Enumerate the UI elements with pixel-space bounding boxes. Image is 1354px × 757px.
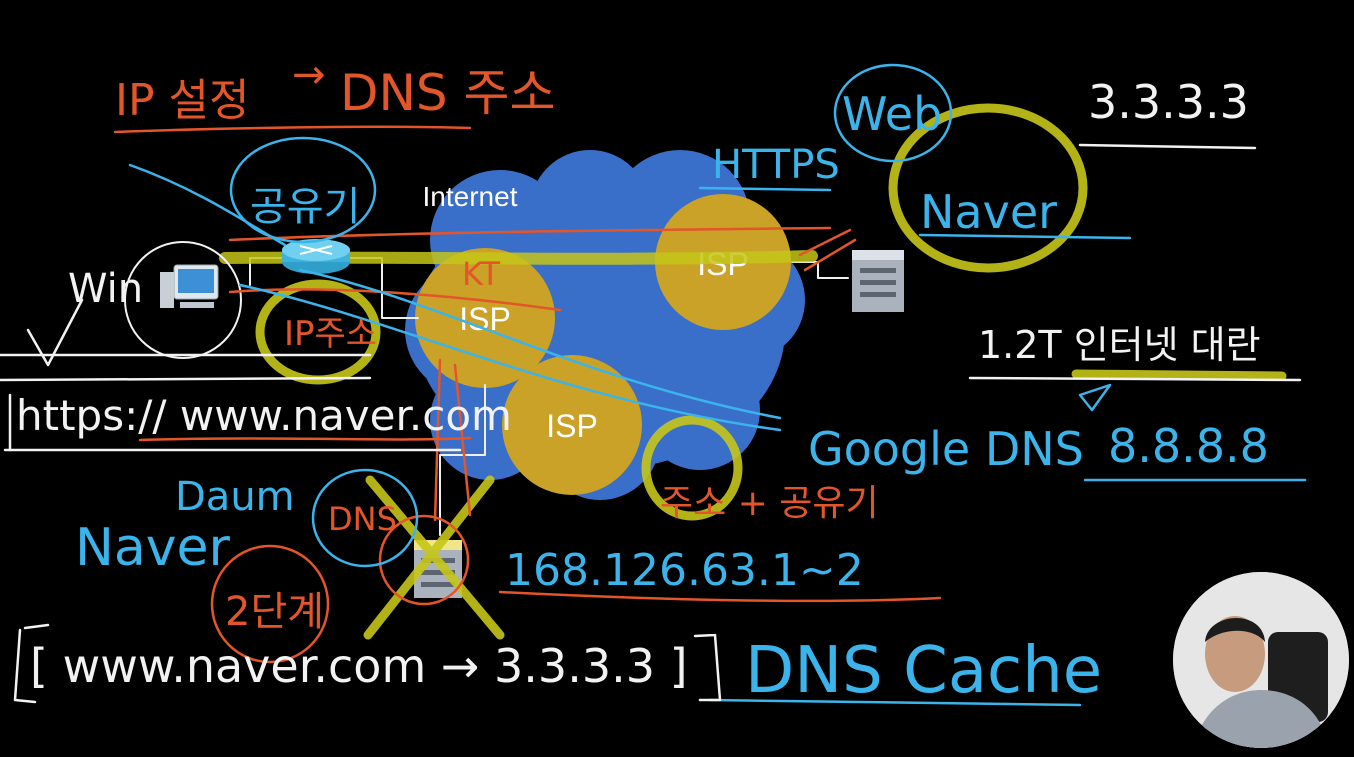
note-two-steps: 2단계 — [225, 589, 324, 635]
isp-node-bottom: ISP — [502, 355, 642, 495]
note-kt: KT — [462, 255, 501, 293]
note-dns-server-ip: 168.126.63.1~2 — [505, 545, 864, 596]
computer-circle — [124, 241, 242, 359]
internet-label: Internet — [423, 181, 518, 212]
note-win: Win — [68, 266, 143, 312]
orange-strokes — [113, 125, 942, 664]
note-google-ip: 8.8.8.8 — [1108, 419, 1269, 473]
isp-label: ISP — [459, 301, 511, 337]
note-daum: Daum — [175, 474, 295, 520]
isp-label: ISP — [546, 408, 598, 444]
note-gongyu: 공유기 — [250, 184, 360, 230]
note-traffic: 1.2T 인터넷 대란 — [978, 323, 1261, 367]
isp-node-left: ISP — [415, 248, 555, 388]
note-https: HTTPS — [712, 142, 840, 188]
white-strokes — [0, 143, 1302, 704]
note-address-router: 주소 + 공유기 — [660, 483, 879, 524]
note-dns-address: DNS 주소 — [340, 64, 556, 122]
note-ip-address: IP주소 — [284, 314, 377, 354]
yellow-annotations — [255, 103, 1287, 640]
router-icon — [282, 239, 350, 274]
note-dns-cache: DNS Cache — [745, 634, 1102, 708]
note-naver-ip: 3.3.3.3 — [1088, 75, 1249, 129]
note-web: Web — [842, 87, 942, 141]
note-cache-entry: [ www.naver.com → 3.3.3.3 ] — [30, 639, 688, 693]
note-url: https:// www.naver.com — [16, 391, 512, 440]
handwritten-notes: IP 설정 → DNS 주소 HTTPS Web Naver 3.3.3.3 W… — [16, 52, 1269, 708]
note-naver-server: Naver — [920, 185, 1057, 239]
note-naver-left: Naver — [75, 518, 231, 578]
note-arrow: → — [292, 52, 326, 98]
note-google-dns: Google DNS — [808, 422, 1084, 476]
computer-icon — [160, 264, 219, 308]
blue-strokes — [128, 63, 1307, 707]
presenter-webcam — [1173, 572, 1349, 748]
presenter-avatar — [1173, 572, 1349, 748]
web-server-icon — [852, 250, 904, 312]
note-dns: DNS — [328, 500, 397, 538]
note-ip-setting: IP 설정 — [115, 75, 249, 126]
